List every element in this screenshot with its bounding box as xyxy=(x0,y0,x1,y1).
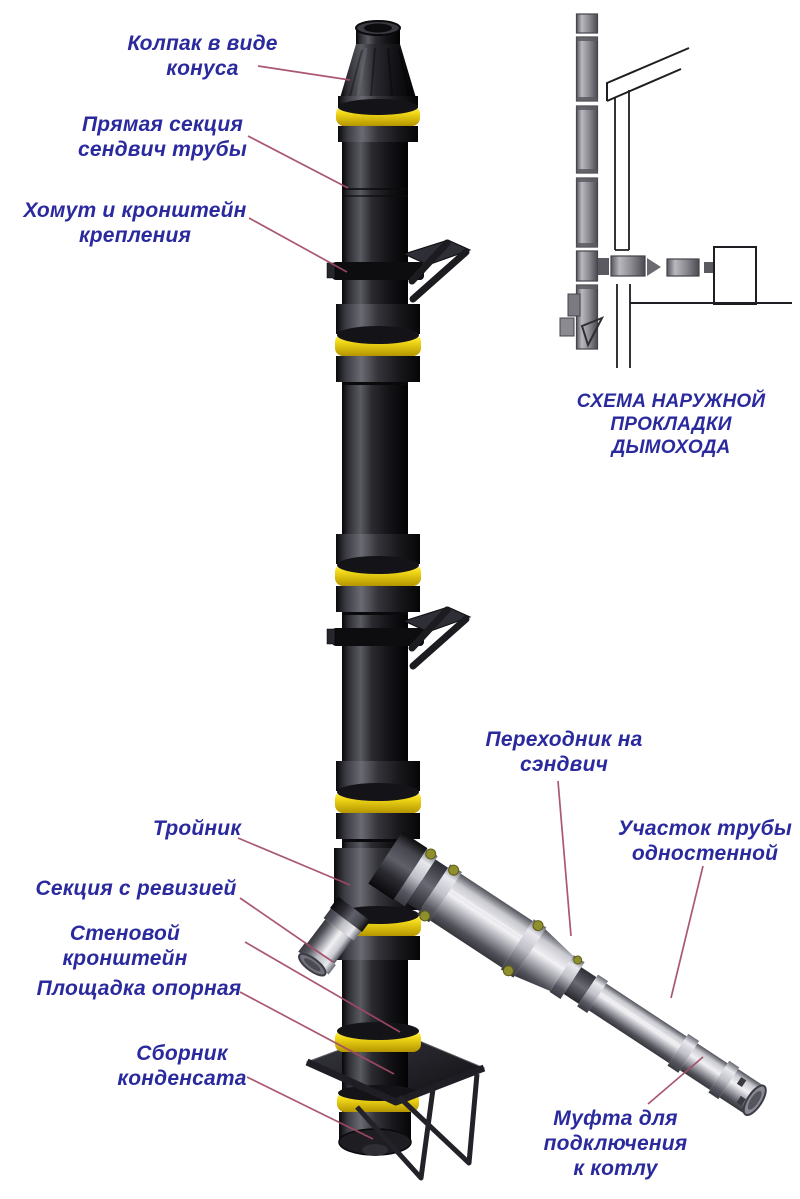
revision-stub xyxy=(298,896,371,977)
leader-tee xyxy=(237,837,351,886)
leader-wall-bracket xyxy=(244,941,401,1033)
single-wall-pipe xyxy=(588,983,687,1064)
label-adapter: Переходник на сэндвич xyxy=(485,728,643,777)
label-revision-section: Секция с ревизией xyxy=(35,877,237,900)
leader-lines xyxy=(237,65,704,1140)
adapter-taper xyxy=(514,929,574,992)
joint-ring xyxy=(335,534,421,615)
joint-ring xyxy=(335,1022,421,1052)
label-clamp-bracket: Хомут и кронштейн крепления xyxy=(23,199,247,248)
leader-cap xyxy=(257,65,351,81)
label-wall-bracket: Стеновой кронштейн xyxy=(62,922,188,971)
leader-coupling xyxy=(647,1056,704,1105)
label-tee: Тройник xyxy=(152,817,242,840)
leader-clamp xyxy=(248,217,348,273)
label-boiler-coupling: Муфта для подключения к котлу xyxy=(543,1107,688,1181)
label-straight-section: Прямая секция сендвич трубы xyxy=(77,113,248,162)
mount-bracket-upper xyxy=(326,239,472,303)
leader-platform xyxy=(239,991,395,1075)
label-single-wall-pipe: Участок трубы одностенной xyxy=(618,817,792,866)
wall-upper xyxy=(614,90,630,251)
leader-condensate xyxy=(246,1076,374,1140)
schematic-bracket xyxy=(559,293,605,348)
leader-straight-section xyxy=(247,135,349,189)
wall-lower xyxy=(616,284,631,368)
joint-ring xyxy=(335,304,421,385)
label-support-platform: Площадка опорная xyxy=(36,977,242,1000)
condensate-collector xyxy=(338,1112,412,1156)
label-cone-cap: Колпак в виде конуса xyxy=(127,32,278,81)
boiler-box xyxy=(713,246,757,305)
chimney-illustration xyxy=(298,20,767,1181)
leader-revision xyxy=(239,897,334,963)
cone-cap xyxy=(336,20,420,142)
schematic-caption: СХЕМА НАРУЖНОЙ ПРОКЛАДКИ ДЫМОХОДА xyxy=(576,391,766,459)
tee-branch-pipe xyxy=(368,831,767,1116)
joint-ring xyxy=(335,761,421,842)
schematic-drawing xyxy=(559,13,792,368)
boiler-coupling-ring xyxy=(667,1033,700,1073)
leader-adapter xyxy=(557,780,572,937)
mount-bracket-lower xyxy=(326,606,472,670)
leader-single-wall xyxy=(670,865,704,999)
roof-line xyxy=(606,47,690,102)
wall-bracket-struts xyxy=(355,1073,480,1181)
label-condensate-collector: Сборник конденсата xyxy=(117,1042,247,1091)
